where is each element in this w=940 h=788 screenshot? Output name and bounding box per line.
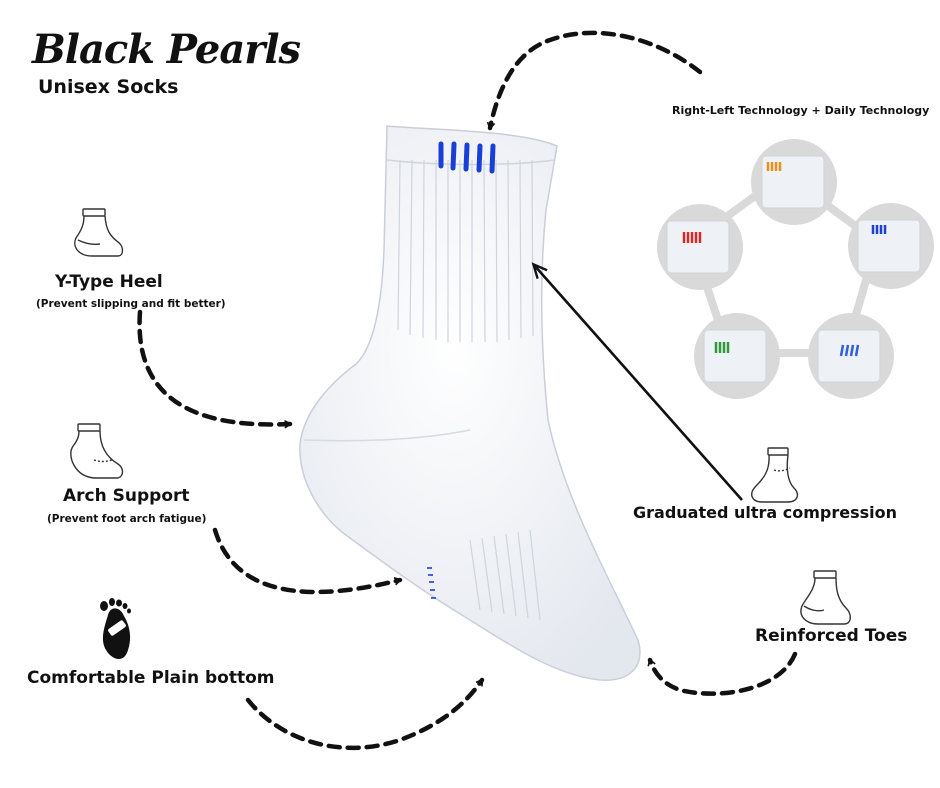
footprint-icon xyxy=(100,598,131,660)
arch-title: Arch Support xyxy=(63,486,190,506)
toes-sock-icon xyxy=(800,570,851,625)
main-sock xyxy=(299,125,641,681)
brand-tagline: Unisex Socks xyxy=(38,76,179,98)
arrow-to-heel xyxy=(137,309,293,429)
brand-logo: Black Pearls xyxy=(32,26,301,73)
arrow-to-bottom xyxy=(245,677,485,751)
heel-sock-icon xyxy=(74,208,124,257)
arrow-to-toes xyxy=(647,651,798,696)
arch-subtitle: (Prevent foot arch fatigue) xyxy=(47,513,207,525)
arrow-to-leg xyxy=(534,265,743,501)
compression-sock-icon xyxy=(751,447,799,503)
variant-navy xyxy=(848,203,934,289)
sock-blue-marker xyxy=(438,141,496,174)
bottom-title: Comfortable Plain bottom xyxy=(27,668,275,688)
compression-title: Graduated ultra compression xyxy=(633,503,898,522)
arch-sock-icon xyxy=(70,423,124,479)
variant-blue xyxy=(808,313,894,399)
color-variant-ring xyxy=(657,139,934,399)
size-label-mark xyxy=(427,567,436,599)
heel-title: Y-Type Heel xyxy=(55,272,163,292)
variant-green xyxy=(694,313,780,399)
variant-red xyxy=(657,204,743,290)
variant-orange xyxy=(751,139,837,225)
arrow-to-cuff xyxy=(486,30,703,131)
heel-subtitle: (Prevent slipping and fit better) xyxy=(36,298,226,310)
arrow-to-arch xyxy=(212,527,403,595)
toes-title: Reinforced Toes xyxy=(755,626,908,646)
technology-label: Right-Left Technology + Daily Technology xyxy=(672,104,930,117)
